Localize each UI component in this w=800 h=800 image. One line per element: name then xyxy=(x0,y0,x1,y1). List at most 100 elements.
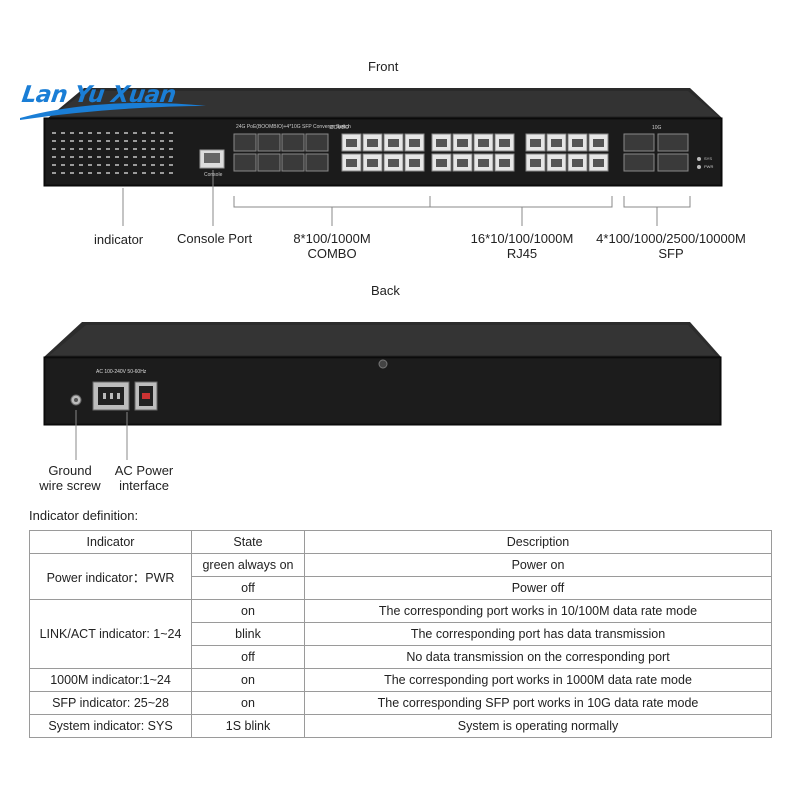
indicator-led xyxy=(88,140,92,142)
back-title: Back xyxy=(371,283,400,298)
combo-sfp-port xyxy=(305,133,329,152)
indicator-led xyxy=(61,172,65,174)
indicator-led xyxy=(133,172,137,174)
state-cell: off xyxy=(191,576,305,600)
indicator-led xyxy=(142,172,146,174)
indicator-led xyxy=(61,140,65,142)
indicator-led xyxy=(97,172,101,174)
indicator-led xyxy=(106,164,110,166)
description-cell: The corresponding port works in 10/100M … xyxy=(304,599,772,623)
indicator-led xyxy=(160,132,164,134)
indicator-led xyxy=(52,132,56,134)
indicator-led xyxy=(106,132,110,134)
back-switch-illustration xyxy=(43,322,722,460)
front-title: Front xyxy=(368,59,399,74)
indicator-led xyxy=(133,148,137,150)
indicator-led xyxy=(79,156,83,158)
indicator-led xyxy=(115,164,119,166)
indicator-led xyxy=(52,172,56,174)
pwr-small-label: PWR xyxy=(704,164,714,169)
indicator-led xyxy=(70,156,74,158)
indicator-led xyxy=(52,164,56,166)
sfp-10g-port xyxy=(623,153,655,172)
sfp-10g-port xyxy=(657,153,689,172)
description-cell: System is operating normally xyxy=(304,714,772,738)
header-indicator: Indicator xyxy=(29,530,192,554)
table-header-row: Indicator State Description xyxy=(29,530,772,554)
state-cell: green always on xyxy=(191,553,305,577)
indicator-led xyxy=(133,132,137,134)
indicator-cell: 1000M indicator:1~24 xyxy=(29,668,192,692)
combo-sfp-port xyxy=(257,153,281,172)
indicator-led xyxy=(88,172,92,174)
indicator-led xyxy=(169,148,173,150)
indicator-cell: Power indicator：PWR xyxy=(29,553,192,600)
indicator-led xyxy=(115,156,119,158)
power-spec-text: AC 100-240V 50-60Hz xyxy=(96,369,147,375)
rj45-ports xyxy=(341,133,609,172)
combo-sfp-port xyxy=(257,133,281,152)
indicator-led xyxy=(133,156,137,158)
indicator-led xyxy=(61,132,65,134)
state-cell: on xyxy=(191,599,305,623)
indicator-led xyxy=(142,132,146,134)
indicator-led xyxy=(124,148,128,150)
indicator-led xyxy=(160,140,164,142)
sfp-10g-ports xyxy=(623,133,689,172)
indicator-led xyxy=(142,140,146,142)
indicator-cell: System indicator: SYS xyxy=(29,714,192,738)
header-state: State xyxy=(191,530,305,554)
indicator-led xyxy=(142,164,146,166)
indicator-led-grid xyxy=(52,132,173,174)
indicator-led xyxy=(70,132,74,134)
indicator-led xyxy=(151,148,155,150)
indicator-led xyxy=(79,132,83,134)
combo-sfp-ports xyxy=(233,133,329,172)
sys-small-label: SYS xyxy=(704,156,713,161)
indicator-led xyxy=(160,172,164,174)
indicator-led xyxy=(79,172,83,174)
label-indicator: indicator xyxy=(94,232,144,247)
indicator-led xyxy=(160,164,164,166)
sfp-10g-port xyxy=(657,133,689,152)
panel-model-text: 24G PoE(BOOMBIO)+4*10G SFP Converge Swit… xyxy=(236,124,351,130)
indicator-led xyxy=(79,140,83,142)
indicator-led xyxy=(88,148,92,150)
indicator-definition-title: Indicator definition: xyxy=(29,508,139,523)
indicator-led xyxy=(70,172,74,174)
state-cell: 1S blink xyxy=(191,714,305,738)
indicator-led xyxy=(97,132,101,134)
indicator-led xyxy=(61,156,65,158)
indicator-led xyxy=(151,156,155,158)
indicator-led xyxy=(70,148,74,150)
indicator-led xyxy=(151,140,155,142)
description-cell: The corresponding port works in 1000M da… xyxy=(304,668,772,692)
combo-small-label: COMBO xyxy=(330,125,349,131)
indicator-led xyxy=(169,140,173,142)
indicator-led xyxy=(124,164,128,166)
indicator-led xyxy=(106,140,110,142)
indicator-led xyxy=(169,164,173,166)
description-cell: Power on xyxy=(304,553,772,577)
description-cell: The corresponding SFP port works in 10G … xyxy=(304,691,772,715)
indicator-led xyxy=(151,164,155,166)
indicator-led xyxy=(133,164,137,166)
combo-sfp-port xyxy=(233,133,257,152)
sfp-10g-port xyxy=(623,133,655,152)
indicator-led xyxy=(52,140,56,142)
indicator-led xyxy=(52,148,56,150)
sfp-speed-small-label: 10G xyxy=(652,125,662,131)
state-cell: off xyxy=(191,645,305,669)
indicator-led xyxy=(124,156,128,158)
front-switch-illustration xyxy=(43,88,723,226)
label-console-port: Console Port xyxy=(177,231,253,246)
